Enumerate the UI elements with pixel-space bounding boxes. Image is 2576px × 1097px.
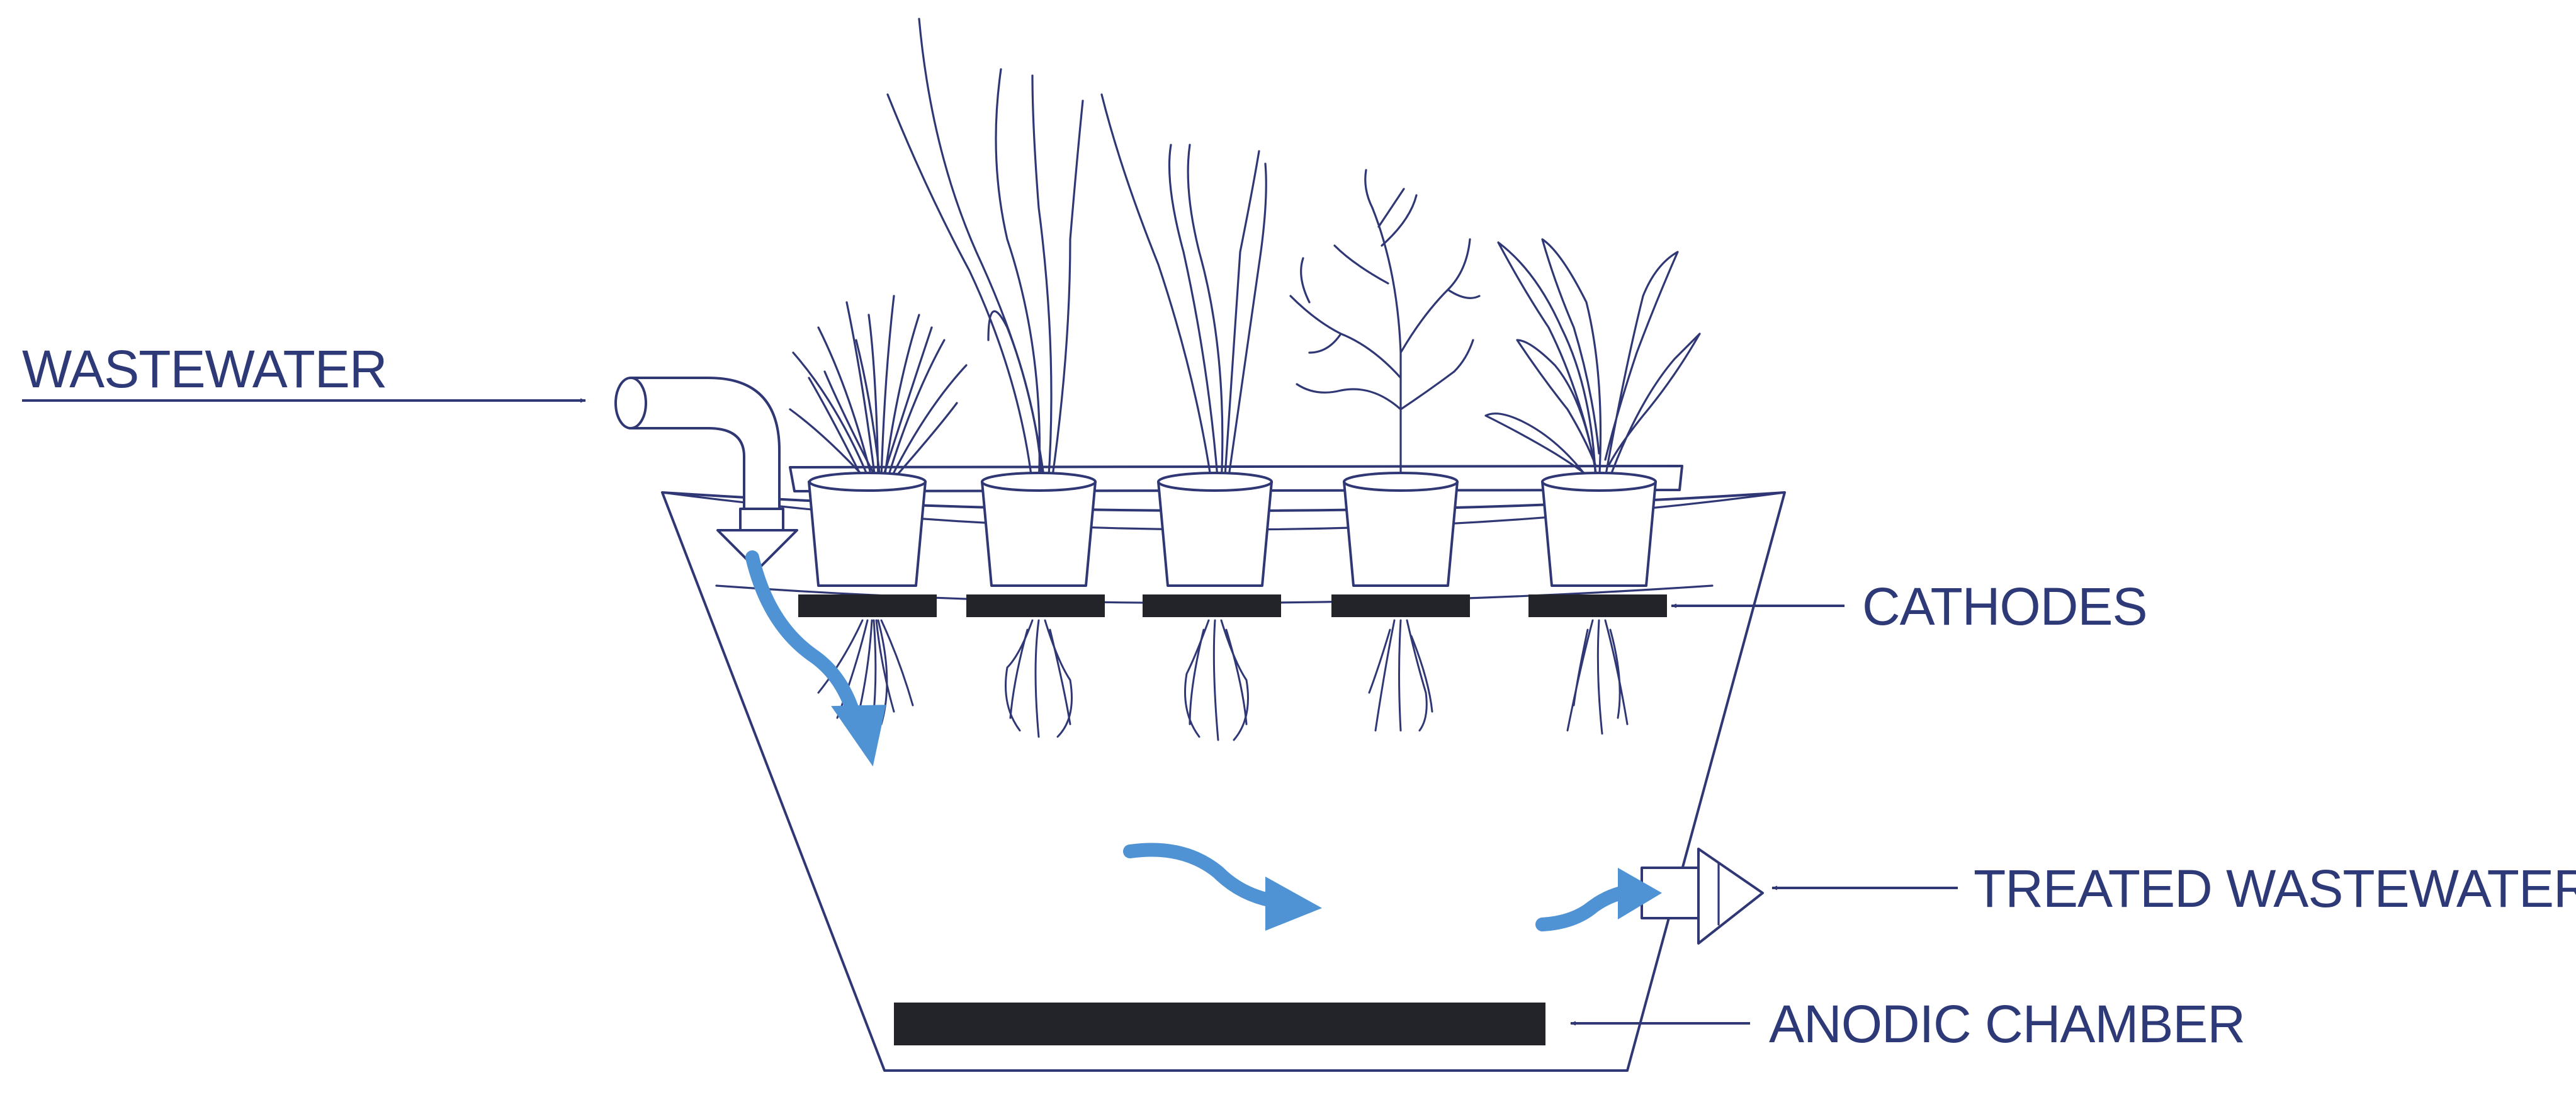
cathodes bbox=[798, 594, 1667, 617]
plant-2-roots bbox=[1005, 619, 1073, 738]
plant-3-pot-rim bbox=[1157, 472, 1273, 492]
cathodes-label: CATHODES bbox=[1862, 577, 2147, 636]
inlet-funnel bbox=[716, 529, 798, 571]
plant-3-roots bbox=[1184, 619, 1249, 741]
inlet-pipe bbox=[614, 377, 798, 571]
cathode-3 bbox=[1143, 594, 1281, 617]
plant-2-pot bbox=[981, 480, 1097, 587]
anodic-chamber-label: ANODIC CHAMBER bbox=[1769, 994, 2245, 1054]
plant-1 bbox=[789, 295, 968, 732]
plant-5-roots bbox=[1566, 619, 1629, 735]
flow-arrow-1 bbox=[745, 550, 886, 767]
inlet-pipe-opening bbox=[614, 377, 647, 429]
plant-2 bbox=[886, 18, 1097, 738]
plant-2-pot-rim bbox=[981, 472, 1097, 492]
pointer-lines bbox=[22, 398, 1958, 1026]
plant-3-pot bbox=[1157, 480, 1273, 587]
plant-3 bbox=[1100, 93, 1273, 741]
cathode-2 bbox=[966, 594, 1105, 617]
plant-1-pot bbox=[808, 480, 927, 587]
flow-arrow-2 bbox=[1123, 843, 1322, 931]
plant-5-pot bbox=[1541, 480, 1657, 587]
inlet-pipe-collar bbox=[739, 508, 784, 531]
flow-arrow-3 bbox=[1535, 868, 1662, 931]
plant-4 bbox=[1289, 169, 1481, 732]
plant-1-foliage bbox=[789, 295, 968, 480]
plant-4-foliage bbox=[1289, 169, 1481, 486]
plant-5-pot-rim bbox=[1541, 472, 1657, 492]
plant-4-pot-rim bbox=[1343, 472, 1459, 492]
cathode-4 bbox=[1331, 594, 1470, 617]
water-flow-arrows bbox=[745, 550, 1662, 931]
plant-1-pot-rim bbox=[808, 472, 927, 492]
plant-4-pot bbox=[1343, 480, 1459, 587]
plant-5 bbox=[1484, 238, 1701, 735]
anode-bar bbox=[894, 1003, 1545, 1045]
plant-5-foliage bbox=[1484, 238, 1701, 486]
plant-2-foliage bbox=[886, 18, 1084, 486]
plant-3-foliage bbox=[1100, 93, 1267, 486]
treated-wastewater-label: TREATED WASTEWATER bbox=[1974, 859, 2576, 918]
plant-4-roots bbox=[1368, 619, 1433, 732]
outlet-arrowhead bbox=[1697, 848, 1764, 945]
cathode-5 bbox=[1528, 594, 1667, 617]
outlet-pipe bbox=[1641, 848, 1764, 945]
inlet-pipe-elbow bbox=[630, 377, 781, 518]
wastewater-label: WASTEWATER bbox=[22, 339, 387, 399]
cathode-1 bbox=[798, 594, 937, 617]
